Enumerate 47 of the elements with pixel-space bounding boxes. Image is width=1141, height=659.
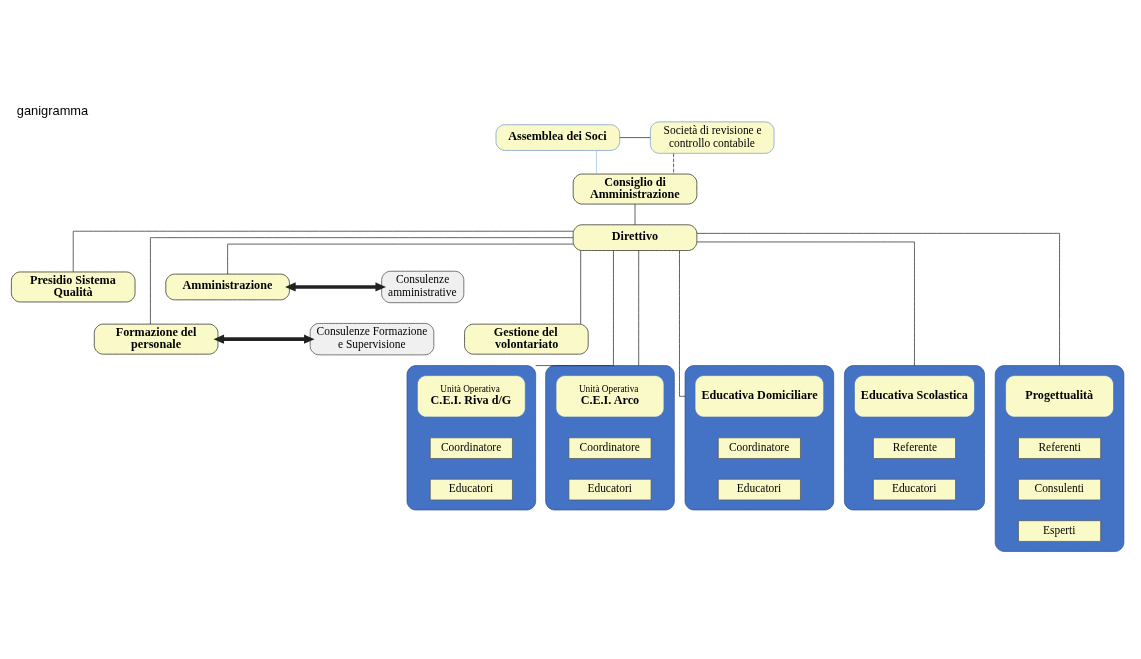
- node-box: Educatori: [568, 478, 652, 501]
- connector: [696, 241, 915, 366]
- node-box: Coordinatore: [568, 437, 652, 459]
- node-box: Formazione del personale: [93, 323, 219, 355]
- node-box: Referente: [873, 437, 956, 459]
- connector: [679, 250, 686, 397]
- connector: [227, 243, 574, 275]
- cluster: [844, 365, 985, 511]
- node-box: Educatori: [873, 478, 956, 501]
- connector: [150, 237, 574, 325]
- node-box: Educatori: [429, 478, 513, 501]
- connector: [580, 250, 582, 325]
- node-box: Consulenti: [1018, 478, 1101, 501]
- connector: [72, 230, 574, 273]
- connector: [634, 203, 636, 226]
- arrow: [213, 334, 315, 344]
- node-box: Unità Operativa C.E.I. Arco: [555, 375, 665, 418]
- connector: [535, 250, 614, 366]
- cluster: [406, 365, 536, 511]
- node-box: Coordinatore: [429, 437, 513, 459]
- node-box: Esperti: [1018, 520, 1101, 542]
- connector: [673, 153, 674, 175]
- node-box: Consiglio di Amministrazione: [572, 173, 698, 205]
- connector: [619, 137, 651, 138]
- node-box: Società di revisione e controllo contabile: [650, 121, 775, 154]
- node-box: Educatori: [717, 478, 801, 501]
- node-box: Educativa Scolastica: [854, 375, 975, 418]
- node-box: Consulenze Formazione e Supervisione: [309, 323, 435, 356]
- diagram-title: ganigramma: [16, 103, 89, 119]
- node-box: Amministrazione: [165, 273, 290, 301]
- node-box: Progettualità: [1005, 375, 1114, 418]
- node-box: Coordinatore: [717, 437, 801, 459]
- node-box: Gestione del volontariato: [464, 323, 589, 355]
- node-box: Consulenze amministrative: [381, 270, 465, 304]
- node-box: Educativa Domiciliare: [694, 375, 825, 418]
- node-box: Unità Operativa C.E.I. Riva d/G: [417, 375, 526, 418]
- node-box: Direttivo: [572, 224, 698, 251]
- connector: [596, 150, 597, 175]
- node-box: Referenti: [1018, 437, 1101, 459]
- node-box: Presidio Sistema Qualità: [11, 271, 136, 303]
- cluster: [545, 365, 675, 511]
- arrow: [285, 282, 386, 292]
- connector: [638, 250, 640, 366]
- cluster: [684, 365, 835, 511]
- cluster: [994, 365, 1125, 552]
- connector: [696, 233, 1060, 366]
- node-box: Assemblea dei Soci: [495, 124, 620, 151]
